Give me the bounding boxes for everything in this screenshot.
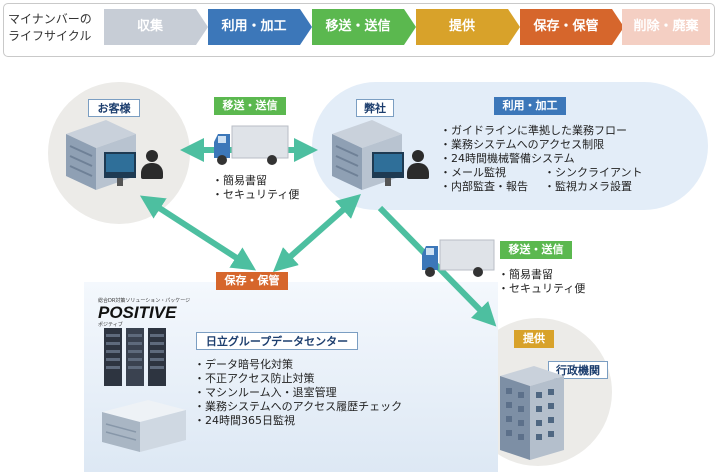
storage-measure-item: ・24時間365日監視 bbox=[194, 414, 295, 427]
logo-subtext: ポジティブ bbox=[98, 322, 123, 328]
company-measure-item: ・業務システムへのアクセス制限 bbox=[440, 138, 605, 151]
transfer-top-list: ・簡易書留 ・セキュリティ便 bbox=[212, 174, 299, 202]
truck-icon-2 bbox=[422, 239, 495, 277]
company-measure-item: ・ガイドラインに準拠した業務フロー bbox=[440, 124, 627, 137]
agency-building-icon bbox=[500, 366, 564, 460]
arrow-customer-storage bbox=[139, 195, 257, 271]
step-arrow-head bbox=[196, 9, 208, 45]
company-building-icon bbox=[332, 120, 404, 190]
step-use: 利用・加工 bbox=[208, 9, 312, 45]
arrow-company-storage bbox=[273, 194, 361, 272]
transfer-right-item: ・簡易書留 bbox=[498, 268, 553, 281]
logo-caption: 総合DR対策ソリューション・パッケージ bbox=[98, 298, 191, 304]
company-measures: ・ガイドラインに準拠した業務フロー ・業務システムへのアクセス制限 ・24時間機… bbox=[440, 124, 643, 194]
step-transfer-label: 移送・送信 bbox=[325, 19, 391, 34]
step-provide-label: 提供 bbox=[448, 19, 475, 34]
step-store: 保存・保管 bbox=[520, 9, 624, 45]
transfer-right-tag: 移送・送信 bbox=[500, 241, 572, 259]
step-delete-label: 削除・廃棄 bbox=[633, 19, 699, 34]
step-arrow-head bbox=[300, 9, 312, 45]
step-delete: 削除・廃棄 bbox=[622, 9, 710, 45]
transfer-right-list: ・簡易書留 ・セキュリティ便 bbox=[498, 268, 585, 296]
positive-logo: 総合DR対策ソリューション・パッケージ POSITIVE ポジティブ bbox=[98, 298, 208, 328]
company-person-icon bbox=[407, 150, 429, 179]
storage-measures: ・データ暗号化対策 ・不正アクセス防止対策 ・マシンルーム入・退室管理 ・業務シ… bbox=[194, 358, 402, 428]
storage-measure-item: ・業務システムへのアクセス履歴チェック bbox=[194, 400, 403, 413]
step-collect-label: 収集 bbox=[136, 19, 163, 34]
transfer-top-tag: 移送・送信 bbox=[214, 97, 286, 115]
step-arrow-head bbox=[508, 9, 520, 45]
company-measure-item: ・内部監査・報告 bbox=[440, 180, 528, 193]
storage-measure-item: ・マシンルーム入・退室管理 bbox=[194, 386, 337, 399]
company-measure-item: ・24時間機械警備システム bbox=[440, 152, 575, 165]
transfer-top-item: ・セキュリティ便 bbox=[212, 188, 300, 201]
agency-label: 行政機関 bbox=[548, 361, 608, 379]
company-label: 弊社 bbox=[356, 99, 394, 117]
lifecycle-title: マイナンバーの ライフサイクル bbox=[8, 12, 92, 43]
datacenter-label: 日立グループデータセンター bbox=[196, 332, 358, 350]
customer-building-icon bbox=[66, 120, 136, 190]
customer-person-icon bbox=[141, 150, 163, 179]
truck-icon bbox=[214, 125, 289, 165]
step-arrow-head bbox=[612, 9, 624, 45]
server-rack-icon bbox=[104, 328, 166, 386]
step-provide: 提供 bbox=[416, 9, 520, 45]
storage-tag: 保存・保管 bbox=[216, 272, 288, 290]
logo-text: POSITIVE bbox=[98, 303, 177, 322]
company-measure-item: ・監視カメラ設置 bbox=[544, 180, 632, 193]
company-use-tag: 利用・加工 bbox=[494, 97, 566, 115]
company-measure-item: ・シンクライアント bbox=[544, 166, 643, 179]
step-collect: 収集 bbox=[104, 9, 208, 45]
customer-label: お客様 bbox=[88, 99, 140, 117]
storage-measure-item: ・データ暗号化対策 bbox=[194, 358, 293, 371]
step-arrow-head bbox=[404, 9, 416, 45]
step-store-label: 保存・保管 bbox=[533, 19, 599, 34]
datacenter-building-icon bbox=[102, 400, 186, 452]
company-measure-item: ・メール監視 bbox=[440, 166, 506, 179]
storage-measure-item: ・不正アクセス防止対策 bbox=[194, 372, 315, 385]
step-use-label: 利用・加工 bbox=[221, 19, 287, 34]
transfer-top-item: ・簡易書留 bbox=[212, 174, 267, 187]
provide-tag: 提供 bbox=[514, 330, 554, 348]
step-transfer: 移送・送信 bbox=[312, 9, 416, 45]
transfer-right-item: ・セキュリティ便 bbox=[498, 282, 586, 295]
